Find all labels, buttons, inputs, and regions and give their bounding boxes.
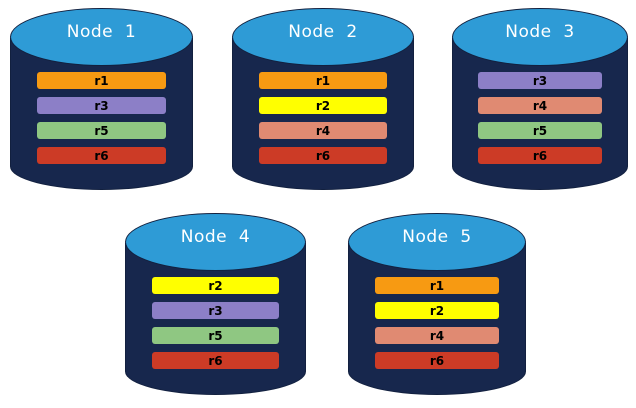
replica-bar-r6[interactable]: r6 <box>478 147 602 164</box>
replica-list-2: r1 r2 r4 r6 <box>232 72 414 164</box>
node-label-4: Node 4 <box>180 227 251 247</box>
replica-list-3: r3 r4 r5 r6 <box>452 72 628 164</box>
replica-bar-r2[interactable]: r2 <box>152 277 279 294</box>
node-label-5: Node 5 <box>402 227 472 247</box>
replica-bar-r1[interactable]: r1 <box>259 72 387 89</box>
replica-bar-r6[interactable]: r6 <box>37 147 166 164</box>
database-node-4[interactable]: Node 4 r2 r3 r5 r6 <box>125 213 306 395</box>
replica-bar-r6[interactable]: r6 <box>152 352 279 369</box>
cylinder-top-ellipse-2 <box>232 8 414 66</box>
replica-bar-r4[interactable]: r4 <box>478 97 602 114</box>
node-label-2: Node 2 <box>288 22 358 42</box>
cylinder-top-ellipse-5 <box>348 213 526 271</box>
database-node-1[interactable]: Node 1 r1 r3 r5 r6 <box>10 8 193 190</box>
database-node-2[interactable]: Node 2 r1 r2 r4 r6 <box>232 8 414 190</box>
replica-bar-r2[interactable]: r2 <box>374 302 500 319</box>
replica-list-4: r2 r3 r5 r6 <box>125 277 306 369</box>
replica-bar-r4[interactable]: r4 <box>374 327 500 344</box>
replica-bar-r2[interactable]: r2 <box>259 97 387 114</box>
replica-bar-r5[interactable]: r5 <box>152 327 279 344</box>
cylinder-top-ellipse-4 <box>125 213 306 271</box>
replica-bar-r4[interactable]: r4 <box>259 122 387 139</box>
replica-bar-r5[interactable]: r5 <box>478 122 602 139</box>
replica-bar-r1[interactable]: r1 <box>37 72 166 89</box>
replica-bar-r3[interactable]: r3 <box>152 302 279 319</box>
replica-bar-r5[interactable]: r5 <box>37 122 166 139</box>
replica-bar-r1[interactable]: r1 <box>374 277 500 294</box>
replica-list-5: r1 r2 r4 r6 <box>348 277 526 369</box>
database-node-3[interactable]: Node 3 r3 r4 r5 r6 <box>452 8 628 190</box>
cylinder-top-ellipse-3 <box>452 8 628 66</box>
replica-bar-r3[interactable]: r3 <box>37 97 166 114</box>
node-label-1: Node 1 <box>66 22 137 42</box>
replica-bar-r6[interactable]: r6 <box>374 352 500 369</box>
replica-bar-r3[interactable]: r3 <box>478 72 602 89</box>
node-label-3: Node 3 <box>505 22 575 42</box>
replica-list-1: r1 r3 r5 r6 <box>10 72 193 164</box>
replica-bar-r6[interactable]: r6 <box>259 147 387 164</box>
database-node-5[interactable]: Node 5 r1 r2 r4 r6 <box>348 213 526 395</box>
cylinder-top-ellipse-1 <box>10 8 193 66</box>
